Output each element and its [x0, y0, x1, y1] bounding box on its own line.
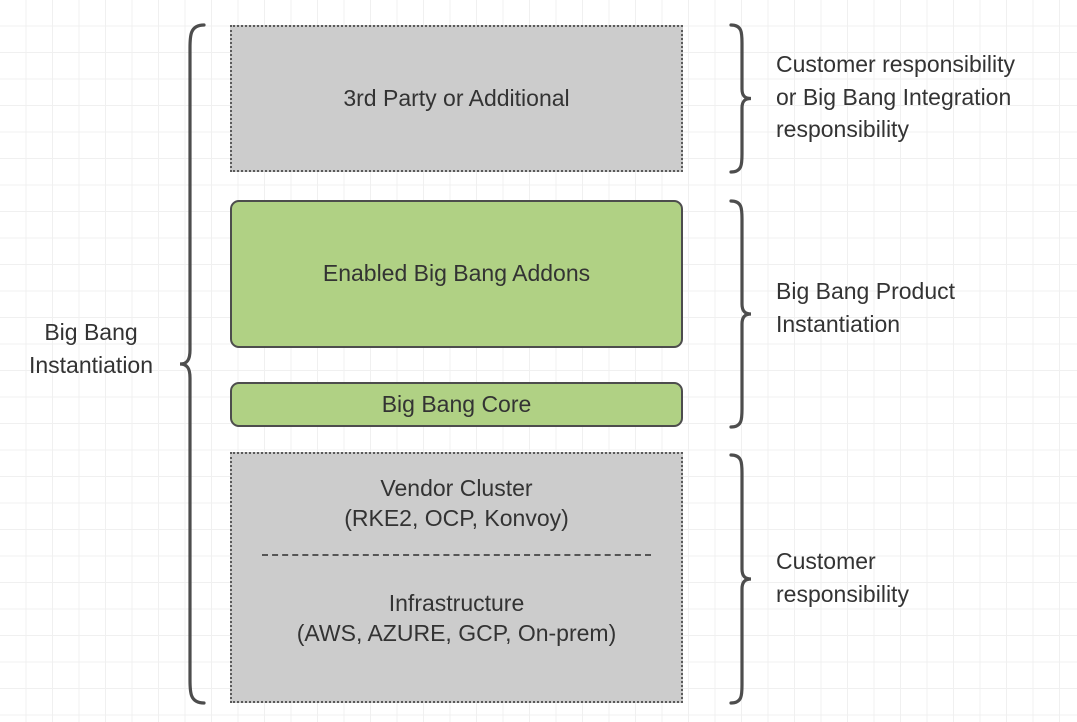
layer-label-core: Big Bang Core: [381, 390, 532, 417]
layer-label-infrastructure: Infrastructure (AWS, AZURE, GCP, On-prem…: [296, 589, 617, 646]
layer-box-addons[interactable]: Enabled Big Bang Addons: [230, 200, 683, 348]
right-brace-customer: [728, 452, 754, 706]
left-brace-big-bang-instantiation: [178, 22, 208, 706]
layer-label-third-party: 3rd Party or Additional: [343, 84, 570, 111]
right-bracket-label-customer-or-integration: Customer responsibility or Big Bang Inte…: [776, 51, 1016, 143]
right-bracket-label-bb-product: Big Bang Product Instantiation: [776, 278, 956, 337]
right-brace-customer-or-integration: [728, 22, 754, 175]
layer-box-third-party[interactable]: 3rd Party or Additional: [230, 25, 683, 172]
right-brace-bb-product: [728, 198, 754, 430]
layer-box-foundation[interactable]: Vendor Cluster (RKE2, OCP, Konvoy) Infra…: [230, 452, 683, 703]
layer-box-core[interactable]: Big Bang Core: [230, 382, 683, 427]
layer-label-vendor-cluster: Vendor Cluster (RKE2, OCP, Konvoy): [344, 475, 569, 531]
right-bracket-label-customer: Customer responsibility: [776, 548, 909, 607]
layer-label-addons: Enabled Big Bang Addons: [322, 260, 591, 287]
left-bracket-label: Big Bang Instantiation: [28, 319, 154, 378]
foundation-divider: [262, 554, 651, 556]
